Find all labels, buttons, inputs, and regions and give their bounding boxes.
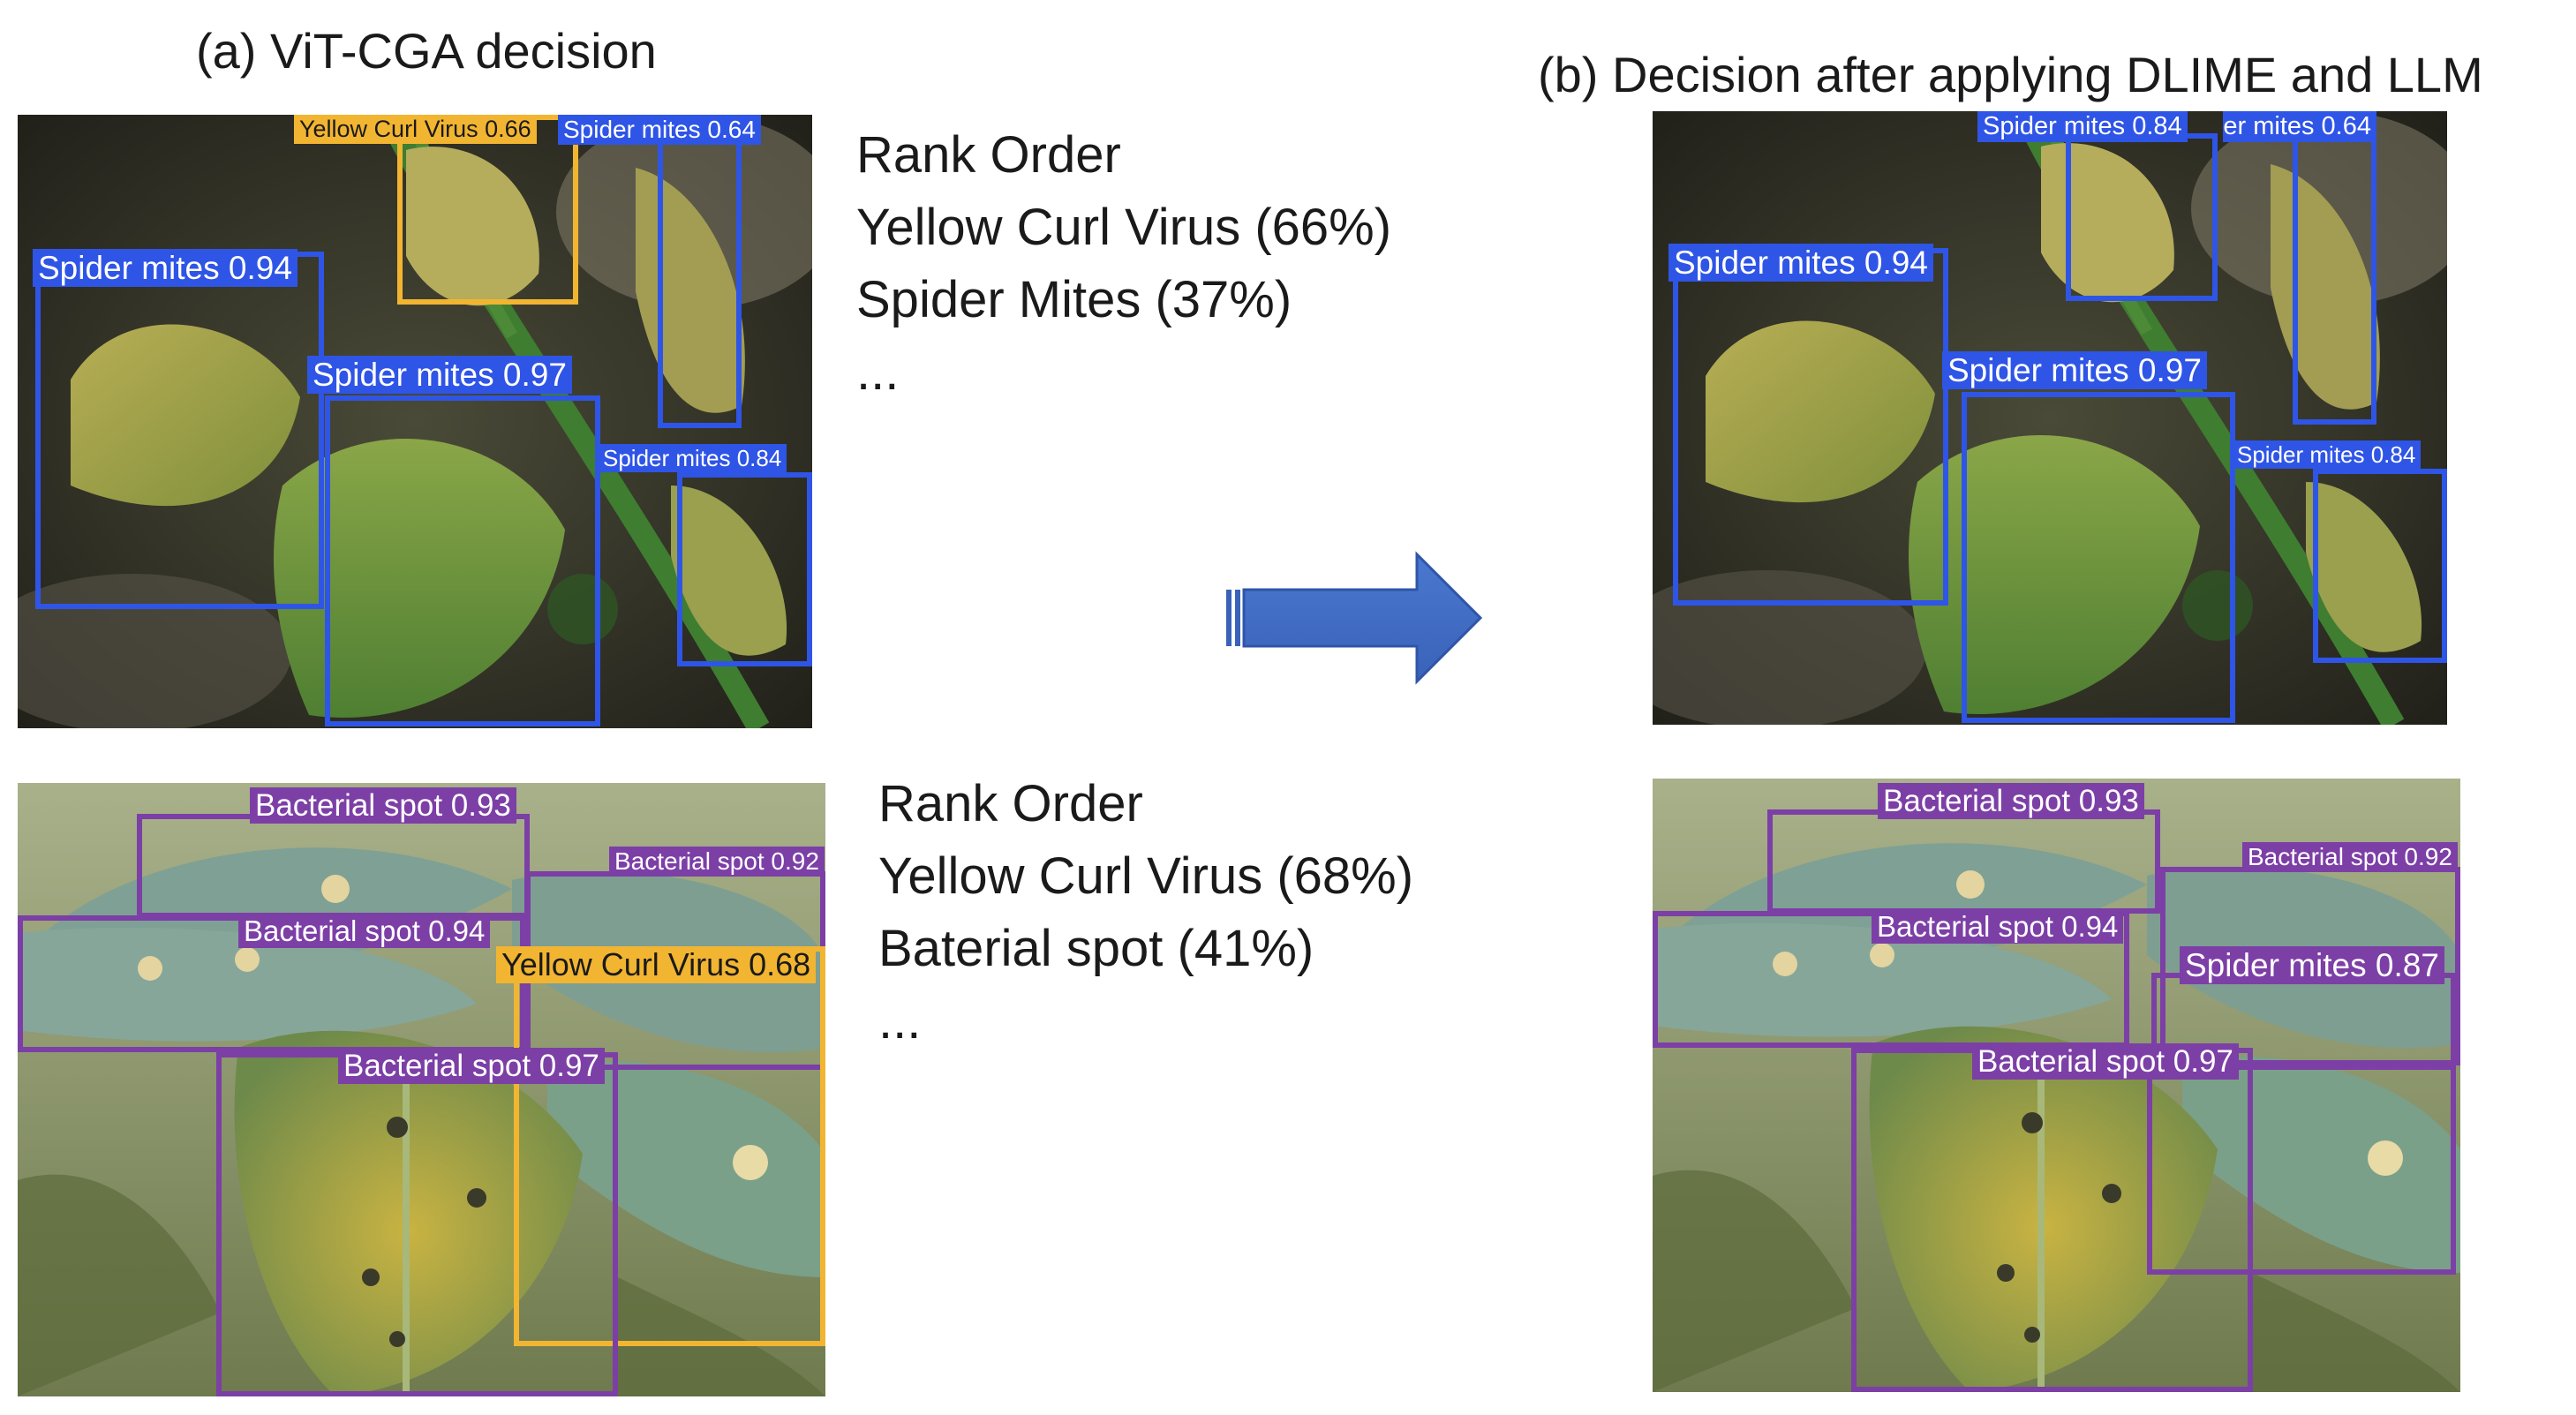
rank-ellipsis: ... — [878, 992, 922, 1050]
rank-item: Yellow Curl Virus (68%) — [878, 847, 1414, 905]
detection-box — [137, 814, 530, 918]
detection-box — [216, 1052, 618, 1396]
rank-item: Spider Mites (37%) — [856, 271, 1292, 328]
detection-label: Bacterial spot 0.94 — [1872, 909, 2124, 944]
detection-box — [2313, 469, 2447, 663]
detection-label: Spider mites 0.94 — [1668, 244, 1933, 282]
detection-label: Spider mites 0.97 — [307, 356, 572, 394]
heading-b: (b) Decision after applying DLIME and LL… — [1538, 47, 2483, 102]
detection-label: Bacterial spot 0.93 — [1878, 783, 2144, 819]
detection-label: Bacterial spot 0.92 — [609, 847, 825, 877]
photo-top-refined: Spider mites 0.94 Spider mites 0.84 Spid… — [1653, 111, 2447, 725]
right-arrow-icon — [1226, 551, 1483, 685]
detection-box — [677, 472, 812, 666]
detection-box — [35, 252, 324, 609]
detection-label: Spider mites 0.87 — [2180, 946, 2444, 984]
detection-box — [325, 395, 600, 726]
detection-label: Yellow Curl Virus 0.66 — [294, 115, 537, 144]
detection-box — [1767, 809, 2160, 914]
photo-bottom-original: Bacterial spot 0.93 Bacterial spot 0.92 … — [18, 783, 825, 1396]
detection-label: Spider mites 0.97 — [1942, 351, 2207, 389]
detection-label: Spider mites 0.84 — [2232, 440, 2422, 469]
rank-title: Rank Order — [856, 126, 1121, 184]
detection-label: Bacterial spot 0.97 — [1972, 1043, 2239, 1080]
rank-item: Baterial spot (41%) — [878, 920, 1314, 977]
photo-top-original: Spider mites 0.94 Yellow Curl Virus 0.66… — [18, 115, 812, 728]
rank-item: Yellow Curl Virus (66%) — [856, 199, 1392, 256]
detection-label: Spider mites 0.84 — [1977, 111, 2188, 142]
rank-ellipsis: ... — [856, 343, 900, 401]
detection-box — [2147, 1063, 2456, 1275]
detection-label: Bacterial spot 0.94 — [238, 914, 491, 948]
detection-box — [2293, 133, 2376, 425]
detection-box — [1962, 392, 2235, 723]
detection-label: Spider mites 0.84 — [598, 444, 787, 472]
detection-label: Yellow Curl Virus 0.68 — [496, 946, 817, 983]
detection-label: Spider mites 0.64 — [2223, 111, 2376, 142]
rank-title: Rank Order — [878, 775, 1143, 832]
detection-box — [1673, 248, 1948, 606]
detection-label: Bacterial spot 0.92 — [2242, 842, 2458, 872]
detection-box — [658, 137, 742, 428]
detection-label: Bacterial spot 0.97 — [338, 1048, 605, 1084]
detection-label: Spider mites 0.64 — [558, 115, 761, 145]
rank-order-bottom: Rank Order Yellow Curl Virus (68%) Bater… — [878, 768, 1413, 1057]
rank-order-top: Rank Order Yellow Curl Virus (66%) Spide… — [856, 119, 1391, 409]
detection-label: Spider mites 0.94 — [33, 249, 298, 287]
photo-bottom-refined: Bacterial spot 0.93 Bacterial spot 0.92 … — [1653, 779, 2460, 1392]
detection-label: Bacterial spot 0.93 — [250, 787, 516, 824]
detection-box — [2066, 133, 2218, 301]
leaf-photo-bottom — [1653, 779, 2460, 1392]
heading-a: (a) ViT-CGA decision — [196, 23, 657, 79]
